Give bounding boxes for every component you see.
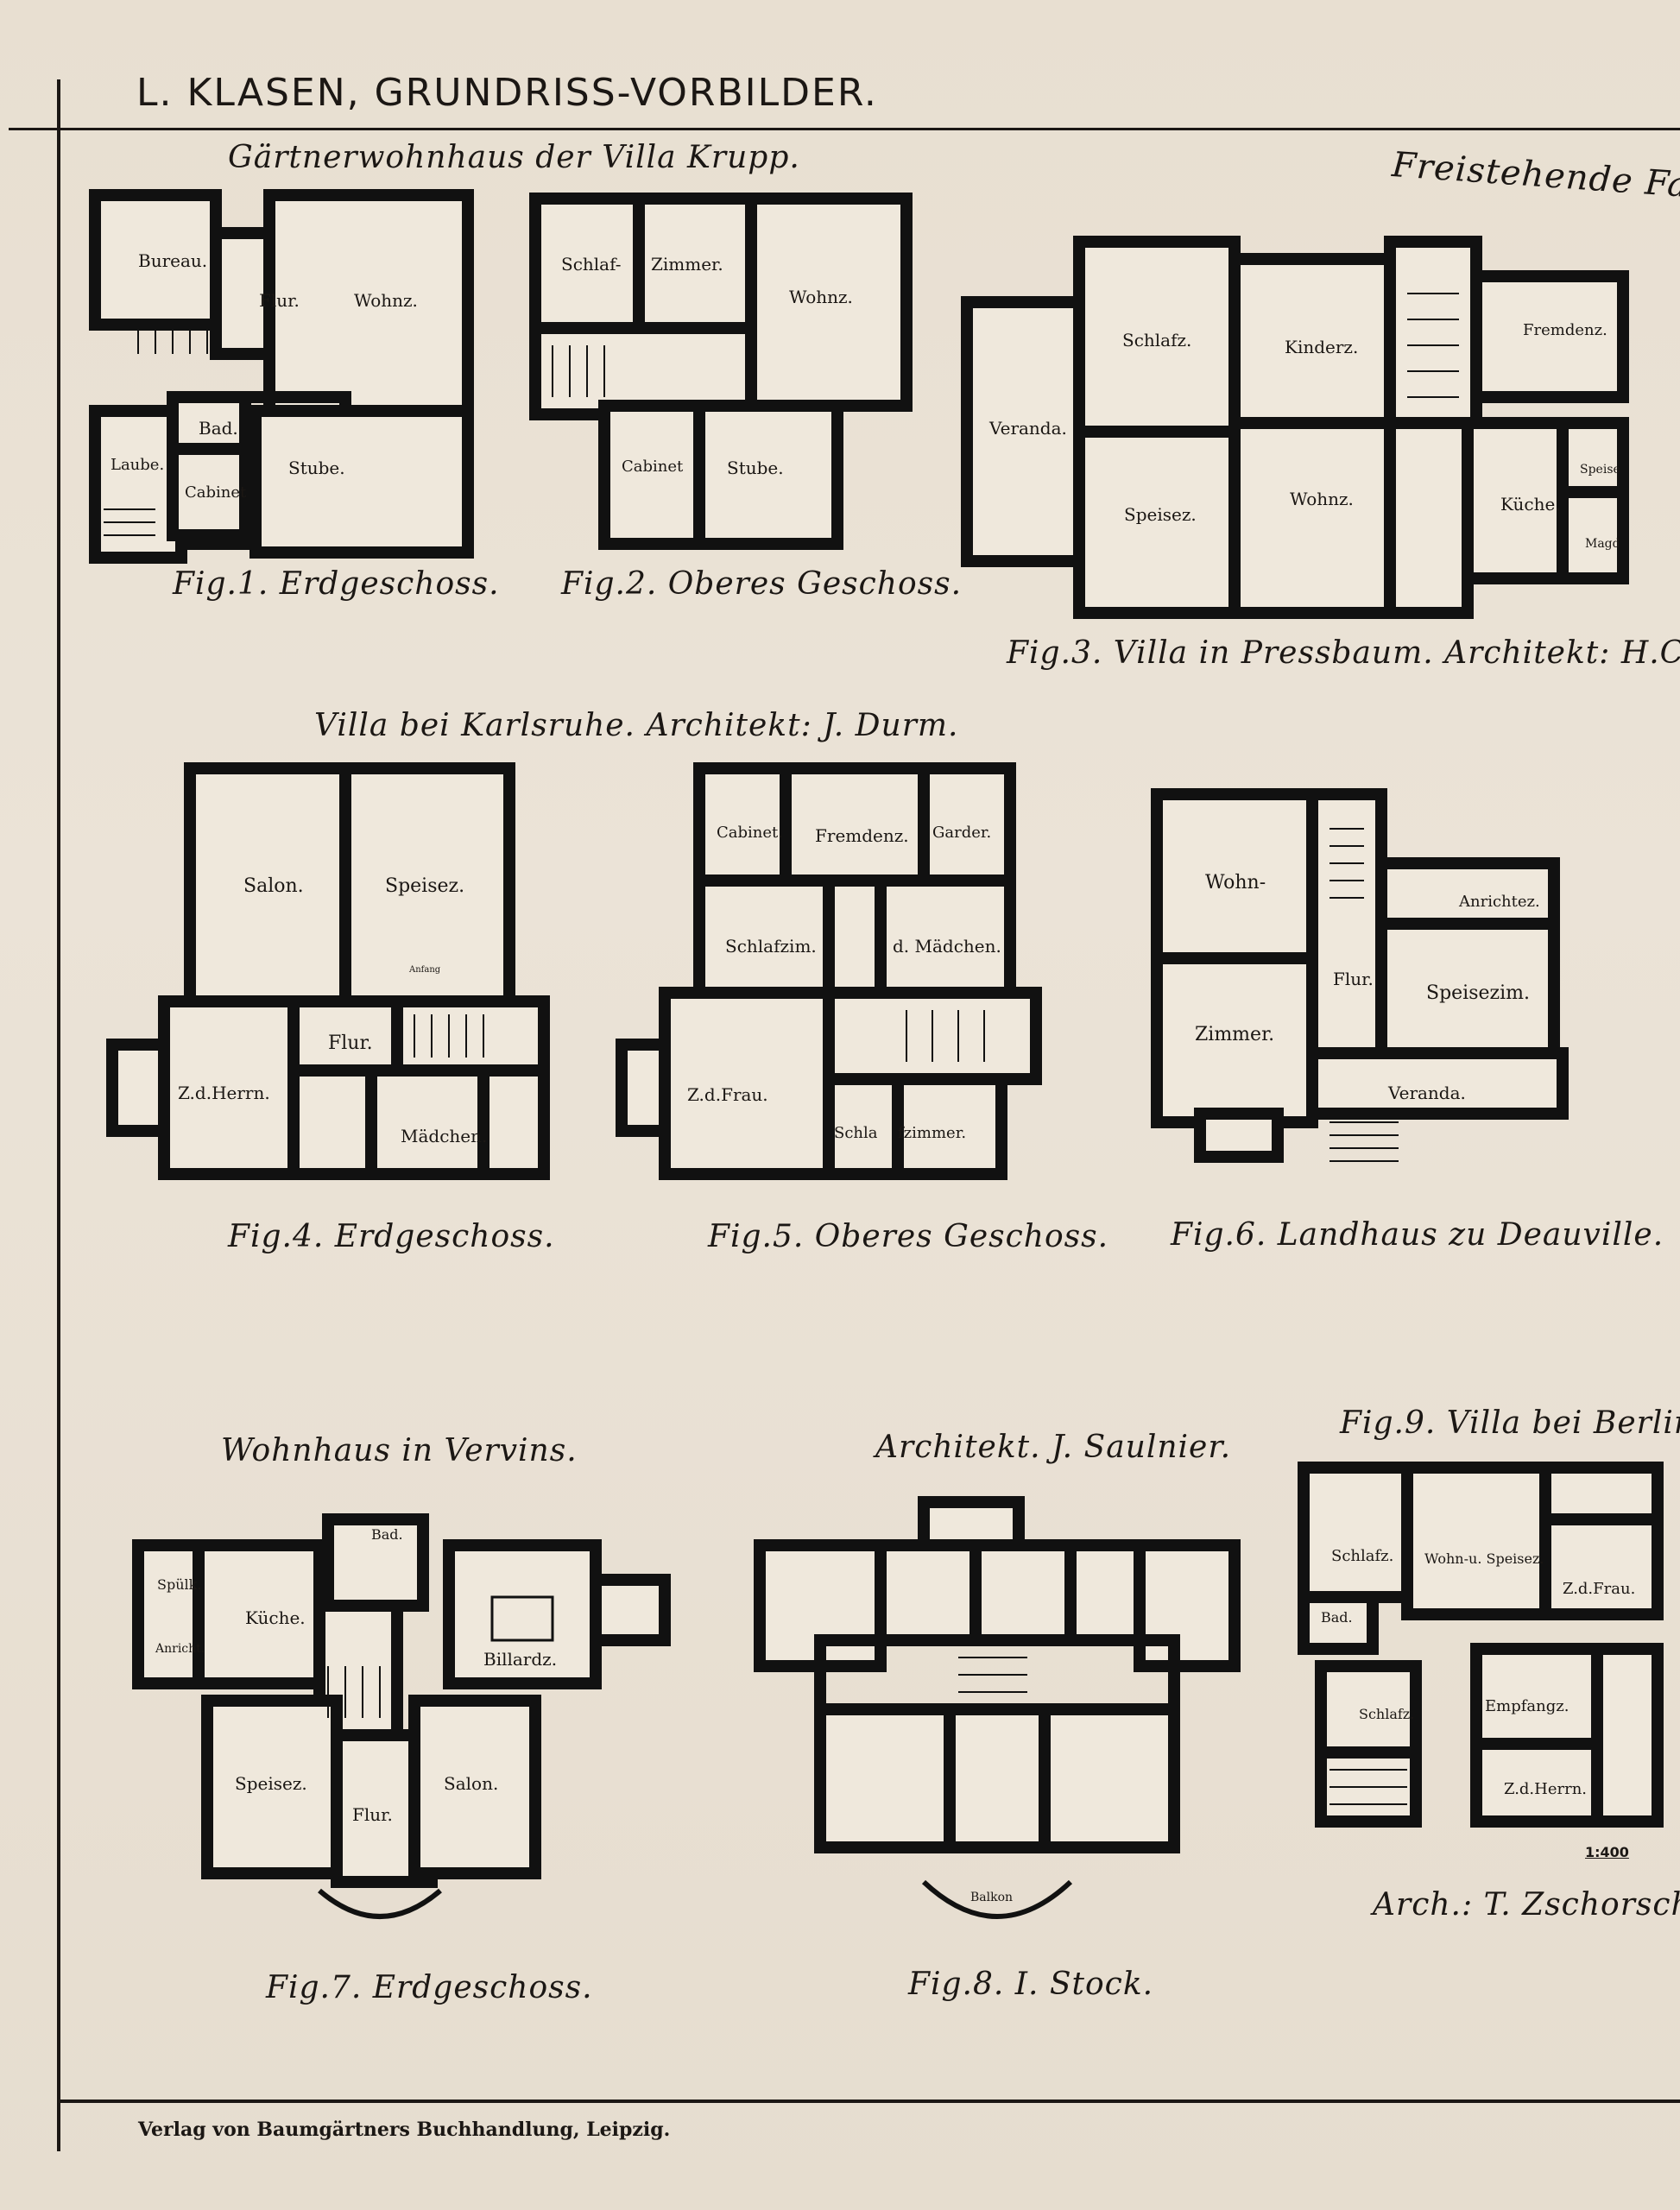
- fig9-room-wohn-speisez: Wohn-u. Speisez.: [1424, 1550, 1544, 1567]
- fig9-scale: 1:400: [1585, 1844, 1629, 1860]
- fig9-room-empfangz: Empfangz.: [1485, 1697, 1569, 1715]
- fig5-room-dmaedchen: d. Mädchen.: [893, 936, 1001, 957]
- fig9-title: Fig.9. Villa bei Berlin.: [1340, 1405, 1680, 1441]
- fig7-room-speisez: Speisez.: [235, 1773, 307, 1794]
- fig7-room-bad: Bad.: [371, 1526, 403, 1543]
- fig3-room-speisez: Speisez.: [1124, 504, 1197, 525]
- fig9-room-schlafz-1: Schlafz.: [1331, 1547, 1394, 1565]
- fig1-caption: Fig.1. Erdgeschoss.: [173, 566, 500, 602]
- fig1-room-wohnz: Wohnz.: [354, 290, 418, 311]
- fig7-room-anricht: Anricht.: [155, 1642, 205, 1656]
- fig1-floorplan: [89, 189, 474, 564]
- fig3-room-wohnz: Wohnz.: [1290, 489, 1354, 509]
- fig4-floorplan: [106, 762, 550, 1180]
- fig8-title: Architekt. J. Saulnier.: [875, 1430, 1232, 1465]
- fig6-floorplan: [1151, 788, 1569, 1163]
- fig45-title: Villa bei Karlsruhe. Architekt: J. Durm.: [314, 708, 959, 743]
- fig3-room-kinderz: Kinderz.: [1285, 337, 1359, 357]
- fig7-room-salon: Salon.: [444, 1773, 499, 1794]
- fig7-title: Wohnhaus in Vervins.: [221, 1433, 578, 1468]
- fig5-floorplan: [616, 762, 1042, 1180]
- fig4-room-maedchen: Mädchen.: [401, 1126, 488, 1146]
- fig3-room-veranda: Veranda.: [989, 418, 1067, 439]
- fig2-room-zimmer: Zimmer.: [651, 254, 723, 275]
- fig5-room-schla: Schla: [834, 1124, 878, 1142]
- fig2-caption: Fig.2. Oberes Geschoss.: [561, 566, 963, 602]
- top-rule: [9, 128, 1680, 130]
- fig5-room-schlafzim: Schlafzim.: [725, 936, 817, 957]
- fig1-room-cabinet: Cabinet: [185, 483, 247, 502]
- fig3-caption: Fig.3. Villa in Pressbaum. Architekt: H.…: [1007, 635, 1680, 671]
- fig1-room-laube: Laube.: [111, 456, 165, 474]
- fig9-caption: Arch.: T. Zschorsch.: [1373, 1887, 1680, 1923]
- fig3-room-fremdenz: Fremdenz.: [1523, 321, 1607, 339]
- fig9-room-zdherrn: Z.d.Herrn.: [1504, 1780, 1588, 1798]
- fig6-room-wohn: Wohn-: [1205, 872, 1266, 893]
- fig5-room-garder: Garder.: [932, 824, 992, 842]
- fig2-room-cabinet: Cabinet: [622, 458, 684, 476]
- fig6-room-speisezim: Speisezim.: [1426, 982, 1531, 1004]
- fig9-floorplan: [1298, 1462, 1664, 1828]
- fig1-room-bureau: Bureau.: [138, 250, 208, 271]
- fig2-floorplan: [529, 193, 913, 550]
- fig3-room-speise: Speise: [1580, 463, 1620, 477]
- fig1-room-bad: Bad.: [199, 418, 238, 439]
- page-header: L. KLASEN, GRUNDRISS-VORBILDER.: [136, 71, 878, 115]
- fig5-caption: Fig.5. Oberes Geschoss.: [708, 1219, 1109, 1254]
- fig9-room-schlafz-2: Schlafz.: [1359, 1706, 1415, 1722]
- fig8-floorplan: [754, 1496, 1241, 1919]
- fig5-room-cabinet: Cabinet.: [717, 824, 783, 842]
- fig4-room-speisez: Speisez.: [385, 875, 465, 897]
- fig4-room-flur: Flur.: [328, 1032, 373, 1054]
- fig4-room-anfang: Anfang: [409, 965, 441, 975]
- fig1-room-flur: Flur.: [259, 290, 300, 311]
- fig3-floorplan: [961, 236, 1629, 619]
- fig8-room-balkon: Balkon: [970, 1891, 1014, 1904]
- fig2-room-stube: Stube.: [727, 458, 784, 478]
- publisher-footer: Verlag von Baumgärtners Buchhandlung, Le…: [138, 2118, 671, 2141]
- fig3-room-magd: Magd: [1585, 537, 1620, 551]
- fig7-room-flur: Flur.: [352, 1804, 393, 1825]
- fig9-room-zdfrau: Z.d.Frau.: [1563, 1580, 1636, 1598]
- fig7-room-spuelk: Spülk.: [157, 1576, 202, 1593]
- bottom-rule: [57, 2100, 1680, 2103]
- fig3-title: Freistehende Famili: [1390, 145, 1680, 211]
- fig7-room-billardz: Billardz.: [483, 1649, 558, 1670]
- left-margin-rule: [57, 79, 60, 2151]
- fig3-room-schlafz: Schlafz.: [1122, 330, 1192, 350]
- fig7-room-kueche: Küche.: [245, 1607, 306, 1628]
- fig5-room-zdfrau: Z.d.Frau.: [687, 1084, 768, 1105]
- fig4-room-salon: Salon.: [243, 875, 304, 897]
- fig1-title: Gärtnerwohnhaus der Villa Krupp.: [228, 140, 800, 175]
- fig6-room-zimmer: Zimmer.: [1195, 1024, 1275, 1045]
- fig6-room-veranda: Veranda.: [1388, 1083, 1466, 1103]
- fig3-room-kueche: Küche.: [1500, 494, 1561, 515]
- fig7-caption: Fig.7. Erdgeschoss.: [266, 1970, 593, 2005]
- fig5-room-fzimmer: fzimmer.: [898, 1124, 967, 1142]
- fig4-room-zdherrn: Z.d.Herrn.: [178, 1083, 270, 1103]
- fig6-room-anrichtez: Anrichtez.: [1459, 893, 1540, 911]
- fig2-room-schlaf: Schlaf-: [561, 254, 622, 275]
- fig6-caption: Fig.6. Landhaus zu Deauville.: [1171, 1217, 1664, 1253]
- fig4-caption: Fig.4. Erdgeschoss.: [228, 1219, 555, 1254]
- fig2-room-wohnz: Wohnz.: [789, 287, 853, 307]
- fig1-room-stube: Stube.: [288, 458, 345, 478]
- fig7-floorplan: [132, 1513, 671, 1919]
- fig9-room-bad: Bad.: [1321, 1609, 1353, 1626]
- fig6-room-flur: Flur.: [1333, 969, 1374, 989]
- fig5-room-fremdenz: Fremdenz.: [815, 825, 909, 846]
- fig8-caption: Fig.8. I. Stock.: [908, 1967, 1154, 2002]
